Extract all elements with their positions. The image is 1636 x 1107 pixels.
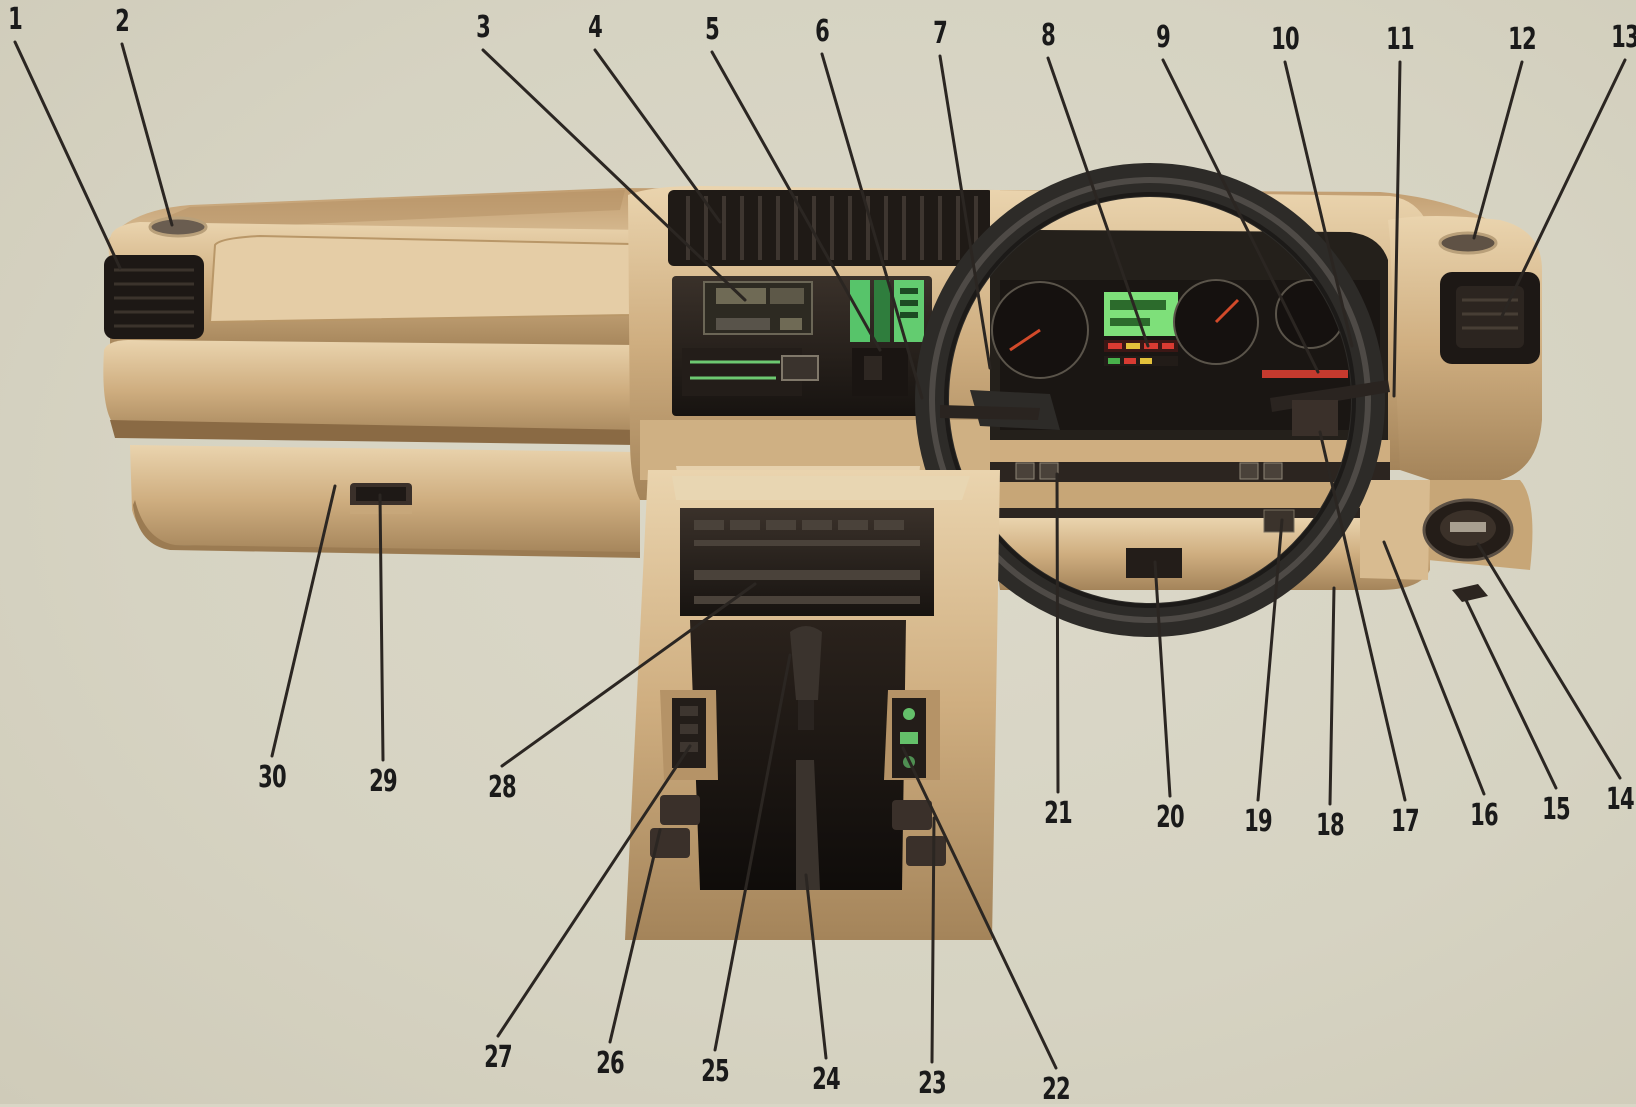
lower-console bbox=[625, 470, 1000, 940]
leader-line-20 bbox=[1153, 560, 1172, 798]
callout-8: 8 bbox=[1041, 18, 1056, 53]
ignition-switch bbox=[1292, 400, 1338, 436]
callout-27: 27 bbox=[484, 1040, 513, 1075]
left-window-switch-a bbox=[660, 795, 700, 825]
left-stalk bbox=[940, 405, 1040, 420]
callout-28: 28 bbox=[488, 770, 517, 805]
hazard-switch bbox=[1263, 509, 1295, 533]
callout-16: 16 bbox=[1470, 798, 1499, 833]
callout-14: 14 bbox=[1606, 782, 1635, 817]
callout-9: 9 bbox=[1156, 20, 1171, 55]
bonnet-release-lever bbox=[1452, 584, 1488, 602]
callout-6: 6 bbox=[815, 14, 830, 49]
right-rail-switches bbox=[1239, 462, 1283, 480]
centre-console bbox=[628, 186, 1000, 500]
callout-30: 30 bbox=[258, 760, 287, 795]
leader-line-9 bbox=[1161, 58, 1320, 374]
handbrake bbox=[796, 760, 820, 890]
leader-line-26 bbox=[608, 828, 662, 1044]
callout-25: 25 bbox=[701, 1054, 730, 1089]
leader-line-5 bbox=[710, 50, 882, 352]
right-face-vent bbox=[1440, 272, 1540, 364]
leader-line-14 bbox=[1476, 542, 1622, 780]
rotary-light-switch bbox=[1422, 498, 1514, 562]
callout-21: 21 bbox=[1044, 796, 1073, 831]
leader-line-29 bbox=[378, 493, 385, 762]
steering-wheel bbox=[915, 163, 1385, 637]
callout-24: 24 bbox=[812, 1062, 841, 1097]
callout-12: 12 bbox=[1508, 22, 1537, 57]
right-side-demist-vent bbox=[1438, 231, 1498, 255]
right-window-switch-a bbox=[892, 800, 932, 830]
leader-line-4 bbox=[593, 48, 722, 224]
callout-2: 2 bbox=[115, 4, 130, 39]
callout-1: 1 bbox=[8, 2, 23, 37]
callout-26: 26 bbox=[596, 1046, 625, 1081]
callout-7: 7 bbox=[933, 16, 948, 51]
leader-line-25 bbox=[713, 653, 792, 1052]
left-side-demist-vent bbox=[148, 216, 208, 238]
leader-line-7 bbox=[938, 54, 992, 370]
leader-line-2 bbox=[120, 42, 174, 227]
callout-10: 10 bbox=[1271, 22, 1300, 57]
callout-15: 15 bbox=[1542, 792, 1571, 827]
callout-29: 29 bbox=[369, 764, 398, 799]
leader-line-3 bbox=[481, 48, 747, 302]
callout-19: 19 bbox=[1244, 804, 1273, 839]
callout-20: 20 bbox=[1156, 800, 1185, 835]
callout-5: 5 bbox=[705, 12, 720, 47]
callout-3: 3 bbox=[476, 10, 491, 45]
leader-line-30 bbox=[270, 484, 337, 758]
leader-line-16 bbox=[1382, 540, 1486, 796]
callout-23: 23 bbox=[918, 1066, 947, 1101]
callout-4: 4 bbox=[588, 10, 603, 45]
leader-line-24 bbox=[804, 873, 828, 1060]
leader-line-22 bbox=[901, 746, 1058, 1070]
leader-line-19 bbox=[1256, 518, 1284, 802]
leader-line-10 bbox=[1283, 60, 1354, 348]
leader-line-6 bbox=[820, 52, 924, 400]
callout-22: 22 bbox=[1042, 1072, 1071, 1107]
leader-line-15 bbox=[1464, 598, 1558, 790]
leader-line-12 bbox=[1472, 60, 1524, 240]
leader-line-17 bbox=[1318, 430, 1407, 802]
callout-11: 11 bbox=[1386, 22, 1415, 57]
leader-line-21 bbox=[1055, 472, 1060, 794]
leader-lines bbox=[13, 40, 1627, 1070]
callout-13: 13 bbox=[1611, 20, 1636, 55]
leader-line-28 bbox=[500, 582, 757, 768]
leader-line-27 bbox=[496, 744, 692, 1038]
leader-line-8 bbox=[1046, 56, 1150, 348]
leader-line-13 bbox=[1500, 58, 1627, 318]
leader-line-11 bbox=[1392, 60, 1402, 398]
callout-18: 18 bbox=[1316, 808, 1345, 843]
left-face-vent bbox=[104, 255, 204, 339]
callout-17: 17 bbox=[1391, 804, 1420, 839]
leader-line-23 bbox=[930, 816, 936, 1064]
leader-line-18 bbox=[1328, 586, 1336, 806]
gear-lever bbox=[790, 626, 822, 700]
left-rail-switches bbox=[1015, 462, 1059, 480]
leader-line-1 bbox=[13, 40, 122, 270]
right-window-switch-b bbox=[906, 836, 946, 866]
